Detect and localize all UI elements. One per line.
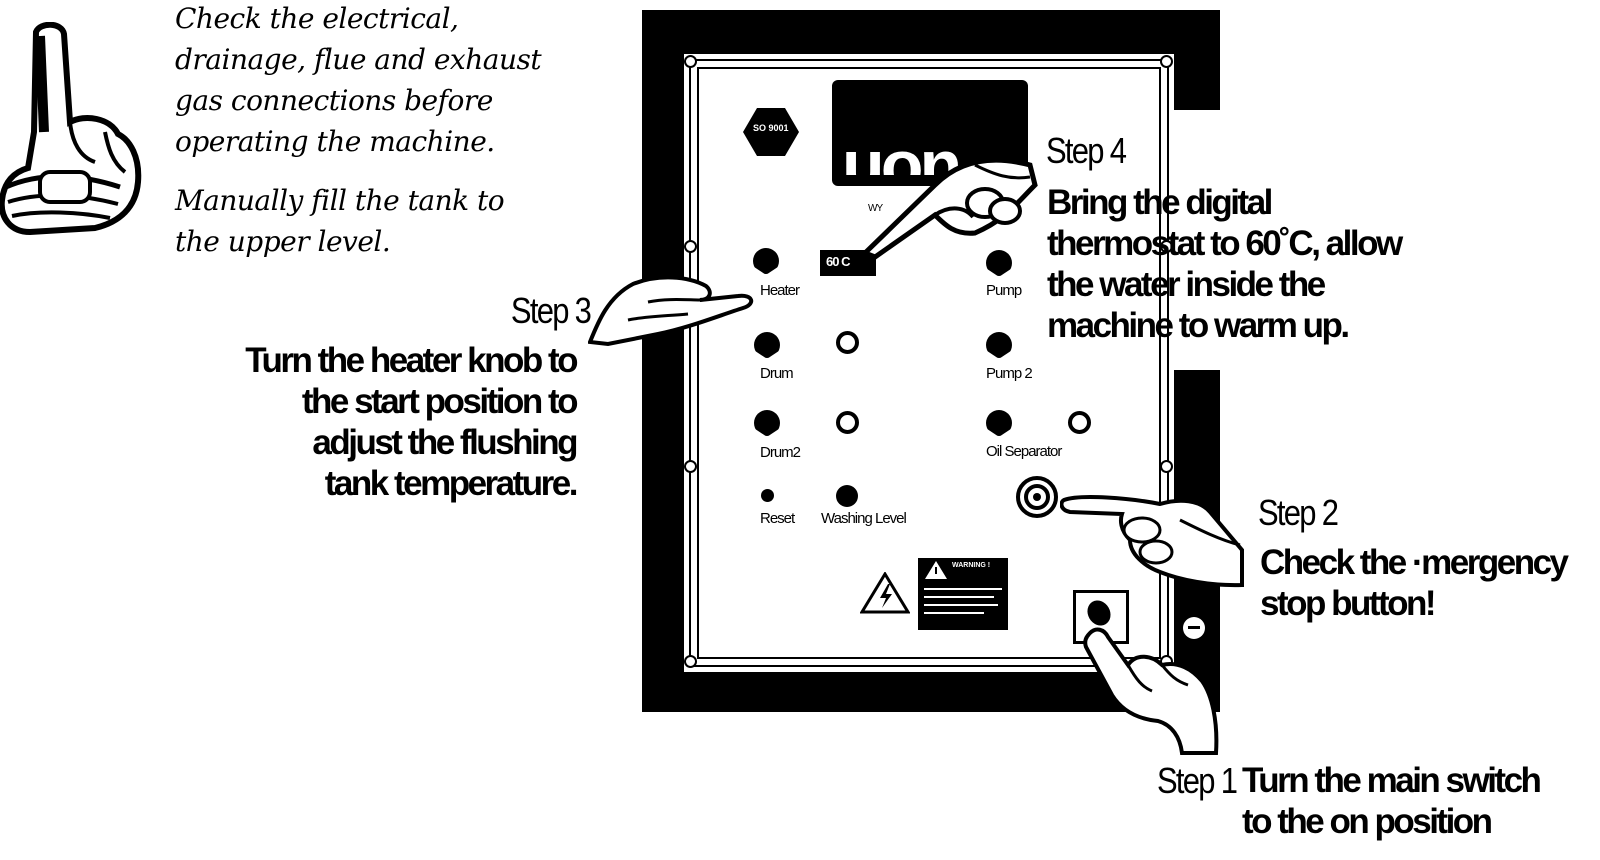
step3-caption: Turn the heater knob to the start positi… (245, 340, 579, 504)
emergency-stop-button[interactable] (1015, 475, 1059, 519)
caption-line: the start position to (301, 382, 579, 421)
iso-badge (743, 108, 799, 156)
panel-screw (684, 240, 697, 253)
note-line: the upper level. (175, 225, 391, 258)
panel-screw (684, 55, 697, 68)
display-unit-label: WY (868, 203, 883, 214)
note-line: gas connections before (175, 84, 493, 117)
panel-screw (1160, 55, 1173, 68)
hand-pressing-emergency-icon (1060, 495, 1244, 588)
step2-caption: Check the ·mergency stop button! (1260, 542, 1569, 624)
note-line: drainage, flue and exhaust (175, 43, 542, 76)
step4-heading: Step 4 (1046, 130, 1127, 171)
oil-separator-indicator-lamp (1068, 411, 1091, 434)
panel-screw (1160, 240, 1173, 253)
high-voltage-warning-icon (860, 572, 910, 614)
panel-screw (1160, 460, 1173, 473)
hand-turning-main-switch-icon (1083, 627, 1219, 755)
washing-level-lamp (836, 485, 858, 507)
caption-line: Check the ·mergency (1260, 543, 1569, 582)
note-line: Manually fill the tank to (175, 184, 505, 217)
pump2-label: Pump 2 (986, 365, 1033, 382)
pointing-finger-icon (0, 22, 142, 236)
caption-line: stop button! (1260, 584, 1437, 623)
side-lock-slot (1188, 626, 1200, 629)
caption-line: the water inside the (1047, 265, 1326, 304)
thermostat-readout: 60 C (826, 254, 850, 269)
fill-tank-note: Manually fill the tank to the upper leve… (175, 180, 575, 262)
drum-label: Drum (760, 365, 794, 382)
heater-label: Heater (760, 282, 800, 299)
warning-sticker-title: WARNING ! (952, 562, 991, 569)
oil-separator-label: Oil Separator (986, 443, 1062, 460)
drum-indicator-lamp (836, 331, 859, 354)
note-line: Check the electrical, (175, 2, 459, 35)
caption-line: Turn the main switch (1242, 761, 1542, 800)
caption-line: adjust the flushing (312, 423, 578, 462)
caption-line: Bring the digital (1047, 183, 1273, 222)
caption-line: to the on position (1242, 802, 1493, 841)
washing-level-label: Washing Level (821, 510, 907, 527)
iso-badge-label: SO 9001 (753, 123, 789, 133)
step1-caption: Turn the main switch to the on position (1242, 760, 1542, 842)
panel-screw (684, 460, 697, 473)
control-panel-frame (642, 10, 1220, 712)
reset-button[interactable] (761, 489, 774, 502)
hand-pointing-thermostat-icon (860, 157, 1038, 260)
caption-line: thermostat to 60˚C, allow (1047, 224, 1403, 263)
pre-operation-note: Check the electrical, drainage, flue and… (175, 0, 575, 162)
display-unit-text: uon (842, 135, 962, 175)
note-line: operating the machine. (175, 125, 495, 158)
pump-label: Pump (986, 282, 1022, 299)
step1-heading: Step 1 (1157, 760, 1238, 801)
caption-line: Turn the heater knob to (245, 341, 578, 380)
step2-heading: Step 2 (1258, 492, 1339, 533)
caption-line: machine to warm up. (1047, 306, 1350, 345)
caption-line: tank temperature. (324, 464, 579, 503)
warning-sticker: WARNING ! (918, 558, 1008, 630)
drum2-label: Drum2 (760, 444, 801, 461)
reset-label: Reset (760, 510, 795, 527)
panel-screw (684, 655, 697, 668)
hand-turning-heater-icon (588, 275, 754, 347)
step3-heading: Step 3 (510, 290, 592, 331)
drum2-indicator-lamp (836, 411, 859, 434)
step4-caption: Bring the digital thermostat to 60˚C, al… (1047, 182, 1403, 346)
